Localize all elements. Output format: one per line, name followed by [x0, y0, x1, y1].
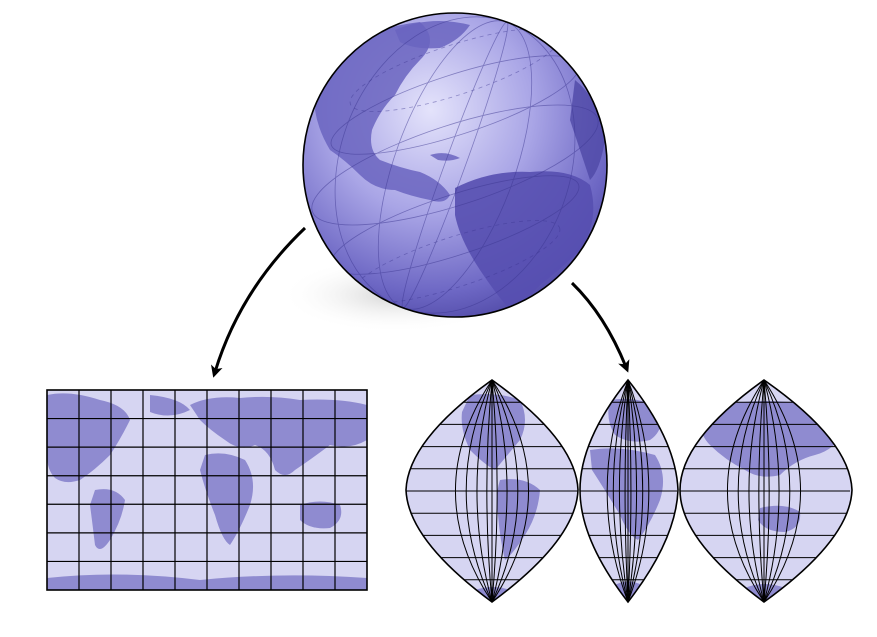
- lobe-meridian: [465, 380, 493, 602]
- lobe-meridian: [606, 380, 629, 602]
- rect-map-greenland: [150, 395, 190, 416]
- interrupted-projection-map: [405, 378, 853, 604]
- lobe-meridian: [627, 380, 638, 602]
- lobe3-asia: [701, 401, 845, 477]
- lobe-meridian: [627, 380, 644, 602]
- globe-north-america: [315, 22, 450, 202]
- lobe-meridian: [454, 380, 493, 602]
- lobe-meridian: [491, 380, 530, 602]
- lobe-europe-africa: [579, 378, 679, 604]
- lobe-meridian: [476, 380, 493, 602]
- lobe-meridian: [737, 380, 765, 602]
- rect-map-europe-asia: [190, 396, 367, 475]
- lobe-meridian: [491, 380, 519, 602]
- lobe-meridian: [627, 380, 632, 602]
- lobe-meridian: [627, 380, 650, 602]
- lobe-meridian: [624, 380, 629, 602]
- rectangular-projection-map: [46, 389, 368, 591]
- lobe-meridian: [491, 380, 498, 602]
- lobe-meridian: [748, 380, 765, 602]
- arrow-to-interrupted-map: [570, 281, 630, 373]
- globe-africa-edge: [570, 80, 605, 180]
- rect-map-north-america: [47, 393, 130, 483]
- lobe-meridian: [763, 380, 780, 602]
- lobe-americas: [405, 379, 579, 603]
- lobe-meridian: [726, 380, 765, 602]
- globe-outline: [302, 12, 608, 318]
- lobe-asia-australia: [679, 379, 853, 603]
- lobe1-south-america: [496, 479, 540, 560]
- rect-map-border: [46, 389, 368, 591]
- lobe-meridian: [758, 380, 765, 602]
- rect-map-graticule: [47, 390, 367, 590]
- globe-south-america: [455, 171, 594, 315]
- lobe-meridian: [763, 380, 770, 602]
- lobe-meridian: [618, 380, 629, 602]
- lobe-meridian: [486, 380, 493, 602]
- lobe-meridian: [491, 380, 508, 602]
- lobe-meridian: [763, 380, 802, 602]
- lobe-meridian: [763, 380, 791, 602]
- lobe-meridian: [612, 380, 629, 602]
- rect-map-australia: [300, 501, 342, 529]
- arrow-to-rectangular-map: [211, 226, 307, 378]
- lobe1-north-america: [461, 394, 525, 470]
- globe-caribbean: [430, 153, 460, 161]
- globe-greenland: [395, 21, 470, 49]
